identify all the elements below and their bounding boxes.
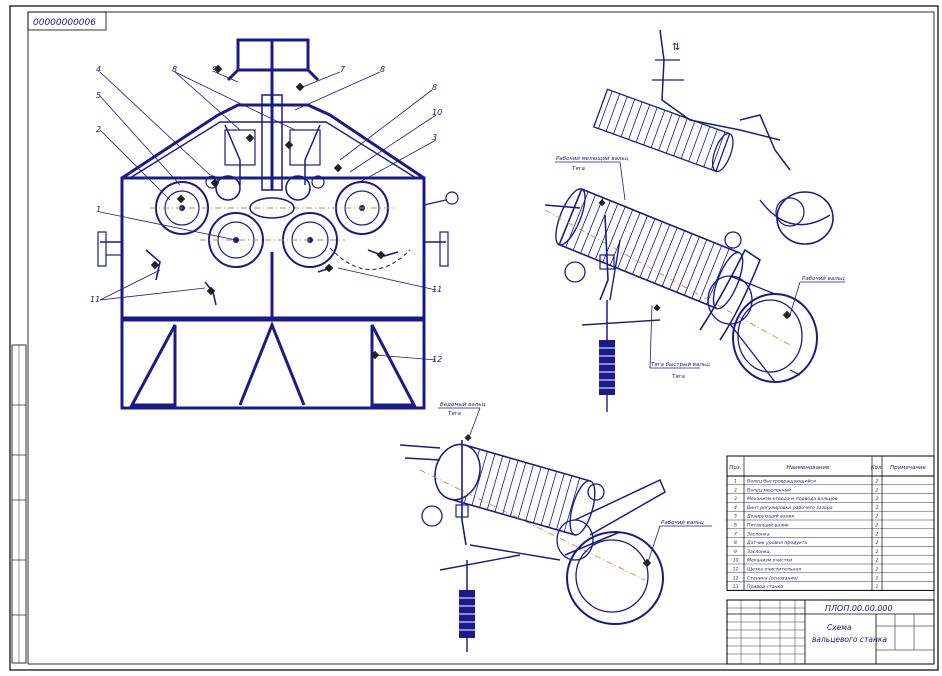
callout-2: 2 (96, 125, 101, 134)
spec-row-10-cell-1: Механизм очистки (747, 558, 792, 564)
spec-row-6-cell-2: 2 (876, 523, 879, 529)
spec-row-5-cell-2: 2 (876, 514, 879, 520)
iso-view-lower: Ведомый вальц Тяга Рабочий вальц (399, 402, 712, 652)
label-rod-2: Тяга (672, 374, 686, 380)
spec-row-10-cell-2: 2 (876, 558, 879, 564)
callout-8b: 8 (380, 65, 385, 74)
callout-11a: 11 (432, 285, 442, 294)
label-working-roll-upper: Рабочий вальц (802, 276, 845, 282)
feed-roll-right (285, 175, 311, 201)
spec-row-7-cell-2: 2 (876, 531, 879, 537)
spec-row-8-cell-2: 2 (876, 540, 879, 546)
callout-8c: 8 (432, 83, 437, 92)
title-block: ПЛОП.00.00.000 Схема вальцевого станка (726, 599, 935, 665)
spec-row-4-cell-2: 2 (876, 505, 879, 511)
spec-row-5-cell-0: 5 (734, 514, 737, 520)
stamp-text: 00000000006 (33, 18, 96, 28)
spec-row-11-cell-0: 11 (733, 567, 739, 573)
title-designation: ПЛОП.00.00.000 (825, 604, 893, 613)
label-rod-upper: Тяга (572, 166, 586, 172)
label-fast-rod: Тяга быстрый вальц (651, 362, 710, 368)
spec-row-11-cell-2: 2 (876, 567, 879, 573)
spec-row-2-cell-2: 2 (876, 487, 879, 493)
pulley-upper (732, 293, 818, 383)
spec-header-3: Примечание (890, 465, 927, 471)
spec-row-3-cell-0: 3 (734, 496, 737, 502)
feed-roll-left (215, 175, 241, 201)
iso-view-upper: ⇅ (544, 29, 845, 412)
spec-row-2-cell-1: Валец медленный (747, 487, 791, 493)
callout-5: 5 (96, 91, 101, 100)
spec-row-10-cell-0: 10 (733, 558, 739, 564)
title-line-1: Схема (827, 623, 852, 632)
title-line-2: вальцевого станка (812, 635, 887, 644)
label-driven-roll: Ведомый вальц (440, 402, 486, 408)
svg-text:⇅: ⇅ (672, 42, 680, 53)
spec-row-8-cell-0: 8 (734, 540, 737, 546)
callout-11b: 11 (90, 295, 100, 304)
iso-upper-labels: Рабочий мелющий вальц Тяга Тяга быстрый … (555, 156, 845, 380)
pulley-lower (566, 531, 664, 625)
spec-row-8-cell-1: Датчик уровня продукта (746, 540, 807, 546)
spec-row-4-cell-0: 4 (734, 505, 737, 511)
spec-row-4-cell-1: Винт регулировки рабочего зазора (747, 505, 833, 511)
callout-8a: 8 (172, 65, 177, 74)
spec-row-7-cell-0: 7 (734, 531, 737, 537)
spec-table: Поз. Наименование Кол. Примечание 1 Валец быс… (726, 455, 935, 591)
spring-upper (599, 340, 615, 395)
callout-7: 7 (340, 65, 346, 74)
callout-1: 1 (96, 205, 101, 214)
spec-row-1-cell-1: Валец быстровращающийся (747, 479, 816, 485)
label-working-roll-lower: Рабочий вальц (661, 520, 704, 526)
spec-row-1-cell-0: 1 (734, 479, 737, 485)
spec-row-9-cell-1: Заслонка (747, 549, 770, 555)
base-frame (120, 318, 426, 410)
spec-row-3-cell-1: Механизм отвода и подвода вальцов (747, 496, 838, 502)
spec-row-12-cell-2: 1 (876, 575, 879, 581)
callout-leaders (99, 71, 437, 361)
spec-row-2-cell-0: 2 (734, 487, 737, 493)
spec-header-1: Наименование (787, 465, 830, 471)
spec-row-13-cell-1: Привод станка (747, 584, 783, 590)
spec-header-2: Кол. (871, 465, 884, 471)
spec-row-7-cell-1: Заслонка (747, 531, 770, 537)
callout-12: 12 (432, 355, 442, 364)
spec-row-1-cell-2: 2 (876, 479, 879, 485)
handwheel-left (97, 231, 122, 267)
callout-10: 10 (432, 108, 442, 117)
iso-lower-labels: Ведомый вальц Тяга Рабочий вальц (438, 402, 712, 563)
spec-row-11-cell-1: Щетка очистительная (747, 567, 801, 573)
sheet-frame (9, 5, 939, 671)
spec-row-5-cell-1: Дозирующий валик (746, 514, 795, 520)
front-view: 4 5 2 8 9 7 8 8 10 3 1 11 11 12 (90, 38, 459, 410)
spec-row-9-cell-2: 2 (876, 549, 879, 555)
spec-row-13-cell-0: 13 (733, 584, 739, 590)
handwheel-right (423, 191, 459, 267)
spec-row-13-cell-2: 1 (876, 584, 879, 590)
left-edge-strip (11, 344, 27, 664)
spec-row-6-cell-0: 6 (734, 523, 737, 529)
callout-4: 4 (96, 65, 101, 74)
label-roll-upper: Рабочий мелющий вальц (556, 156, 629, 162)
spec-row-3-cell-2: 2 (876, 496, 879, 502)
housing-roof (121, 103, 425, 180)
top-left-stamp: 00000000006 (27, 11, 107, 31)
callout-3: 3 (432, 133, 437, 142)
inner-frame (27, 11, 935, 665)
spec-row-9-cell-0: 9 (734, 549, 737, 555)
spec-header-0: Поз. (729, 465, 741, 471)
spec-row-12-cell-1: Станина (основание) (747, 575, 798, 581)
spec-row-12-cell-0: 12 (733, 575, 739, 581)
spec-row-6-cell-1: Питающий валик (747, 523, 789, 529)
label-rod-lower: Тяга (448, 411, 462, 417)
